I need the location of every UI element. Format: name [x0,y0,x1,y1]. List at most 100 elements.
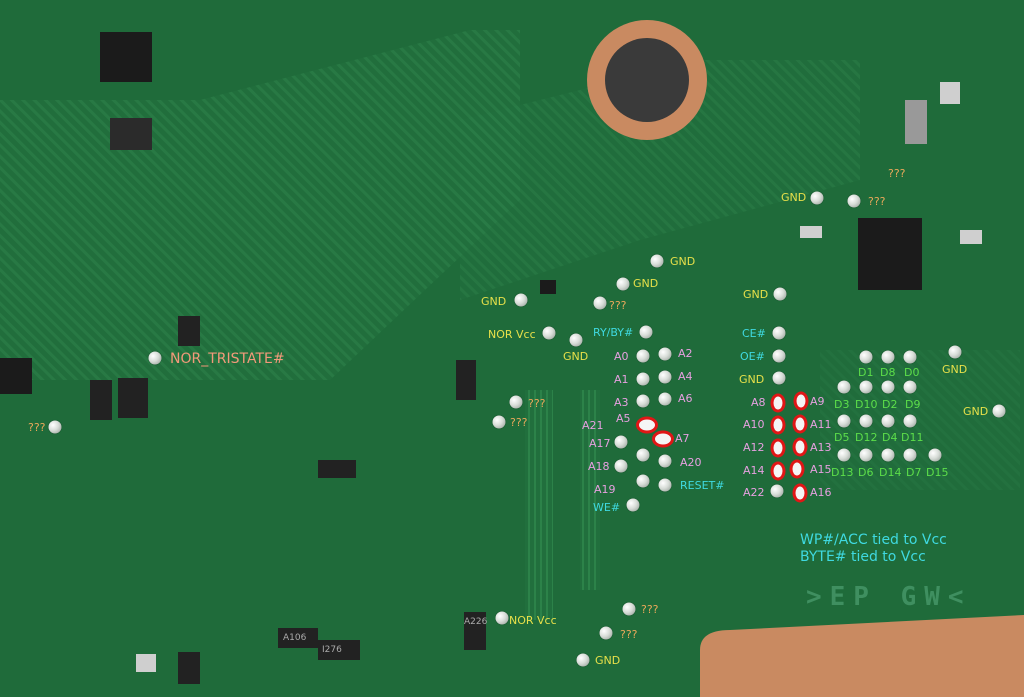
test-pad [616,277,630,291]
bga-pad [658,454,672,468]
silkscreen-a226: A226 [464,617,488,627]
unknown-label: ??? [888,167,906,180]
ce-label: CE# [742,327,766,340]
silkscreen-a106: A106 [283,633,307,643]
marked-pad-a8 [770,393,786,413]
bga-pad [881,380,895,394]
bga-pad [658,347,672,361]
gnd-label: GND [963,405,989,418]
address-label-a6: A6 [678,392,693,405]
bga-pad [837,448,851,462]
silkscreen-gw: >EP GW< [806,582,972,612]
marked-pad-a16 [792,483,808,503]
nor-tristate-label: NOR_TRISTATE# [170,351,285,367]
unknown-label: ??? [868,195,886,208]
test-pad [542,326,556,340]
bga-pad [881,350,895,364]
test-pad [48,420,62,434]
test-pad [509,395,523,409]
bga-pad [636,448,650,462]
gnd-label: GND [633,277,659,290]
bga-pad [636,349,650,363]
bga-pad [903,448,917,462]
address-label-a3: A3 [614,396,629,409]
data-label-d2: D2 [882,398,898,411]
bga-pad [772,349,786,363]
address-label-a14: A14 [743,464,765,477]
bga-pad [859,414,873,428]
bga-pad [636,394,650,408]
nor-vcc-label: NOR Vcc [488,328,536,341]
marked-pad-a14 [770,461,786,481]
address-label-a8: A8 [751,396,766,409]
gnd-label: GND [481,295,507,308]
note-wp-acc: WP#/ACC tied to Vcc [800,532,947,548]
marked-pad-a15 [789,459,805,479]
test-pad [847,194,861,208]
address-label-a13: A13 [810,441,832,454]
gnd-label: GND [743,288,769,301]
marked-pad-a5 [636,416,658,434]
bga-pad [772,326,786,340]
data-label-d5: D5 [834,431,850,444]
bga-pad [881,414,895,428]
data-label-d9: D9 [905,398,921,411]
unknown-label: ??? [528,397,546,410]
test-pad [810,191,824,205]
address-label-a17: A17 [589,437,611,450]
bga-pad [859,380,873,394]
bga-pad [658,392,672,406]
oe-label: OE# [740,350,765,363]
data-label-d11: D11 [901,431,924,444]
bga-pad [636,372,650,386]
test-pad [622,602,636,616]
unknown-label: ??? [609,299,627,312]
ry-by-label: RY/BY# [593,326,634,339]
note-byte: BYTE# tied to Vcc [800,549,926,565]
address-label-a16: A16 [810,486,832,499]
bga-pad [903,414,917,428]
address-label-a12: A12 [743,441,765,454]
bga-pad [639,325,653,339]
address-label-a18: A18 [588,460,610,473]
bga-pad [772,371,786,385]
bga-pad [928,448,942,462]
data-label-d7: D7 [906,466,922,479]
marked-pad-a7 [652,430,674,448]
test-pad [148,351,162,365]
nor-vcc-label: NOR Vcc [509,614,557,627]
bga-pad [859,448,873,462]
data-label-d6: D6 [858,466,874,479]
bga-pad [837,414,851,428]
bga-pad [903,350,917,364]
test-pad [576,653,590,667]
bga-pad [837,380,851,394]
test-pad [495,611,509,625]
gnd-label: GND [670,255,696,268]
gnd-label: GND [595,654,621,667]
address-label-a1: A1 [614,373,629,386]
bga-pad [614,435,628,449]
test-pad [492,415,506,429]
bga-pad [770,484,784,498]
address-label-a15: A15 [810,463,832,476]
test-pad [773,287,787,301]
test-pad [593,296,607,310]
data-label-d12: D12 [855,431,878,444]
address-label-a5: A5 [616,412,631,425]
marked-pad-a11 [792,414,808,434]
address-label-a11: A11 [810,418,832,431]
address-label-a7: A7 [675,432,690,445]
test-pad [569,333,583,347]
reset-label: RESET# [680,479,725,492]
test-pad [514,293,528,307]
unknown-label: ??? [641,603,659,616]
address-label-a21: A21 [582,419,604,432]
data-label-d0: D0 [904,366,920,379]
unknown-label: ??? [510,416,528,429]
address-label-a19: A19 [594,483,616,496]
test-pad [948,345,962,359]
bga-pad [903,380,917,394]
address-label-a20: A20 [680,456,702,469]
